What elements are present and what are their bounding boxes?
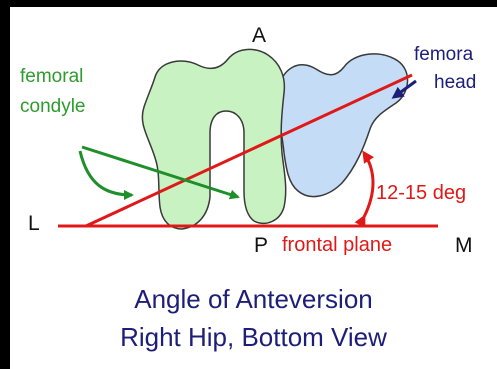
femoral-head-shape bbox=[276, 53, 409, 198]
label-frontal-plane: frontal plane bbox=[282, 234, 393, 256]
anatomy-diagram bbox=[58, 48, 438, 230]
diagram-panel: A P L M femoral condyle femora head 12-1… bbox=[10, 7, 497, 369]
condyle-arrow-left bbox=[78, 150, 134, 200]
label-angle: 12-15 deg bbox=[376, 182, 467, 204]
label-femoral-condyle-1: femoral bbox=[20, 66, 84, 87]
neck-axis-line bbox=[85, 73, 413, 228]
condyle-arrow-right bbox=[81, 145, 240, 200]
anteversion-angle-arc bbox=[354, 150, 375, 228]
label-posterior: P bbox=[254, 234, 269, 257]
label-lateral: L bbox=[28, 212, 40, 235]
femoral-condyle-shape bbox=[141, 48, 287, 230]
caption-line-2: Right Hip, Bottom View bbox=[120, 322, 387, 352]
label-femoral-head-1: femora bbox=[414, 44, 474, 65]
label-femoral-condyle-2: condyle bbox=[20, 96, 86, 117]
label-anterior: A bbox=[252, 24, 267, 47]
label-femoral-head-2: head bbox=[434, 72, 477, 93]
label-medial: M bbox=[455, 234, 473, 257]
femoral-head-arrow bbox=[391, 79, 417, 99]
caption-line-1: Angle of Anteversion bbox=[134, 284, 373, 314]
